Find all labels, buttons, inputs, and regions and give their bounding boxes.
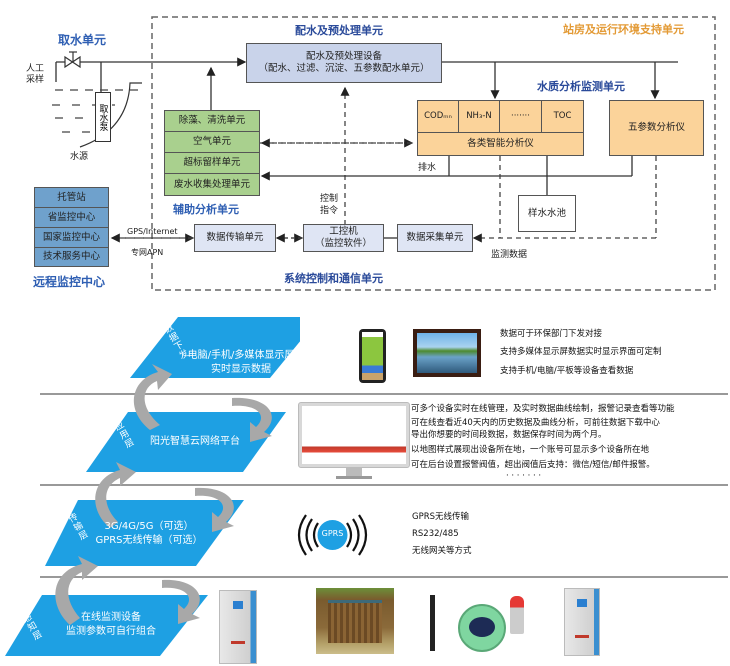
- layer-panel: [45, 500, 244, 566]
- analyzer-group: CODₘₙ NH₃-N ······· TOC 各类智能分析仪: [417, 100, 584, 156]
- curved-arrow-icon: [95, 462, 136, 528]
- control-comm-title: 系统控制和通信单元: [284, 272, 383, 285]
- layer-title: 3G/4G/5G（可选） GPRS无线传输（可选）: [94, 520, 204, 547]
- divider: [40, 576, 728, 578]
- layer-title: 电脑/手机/多媒体显示屏 实时显示数据: [186, 349, 296, 376]
- aux-item: 超标留样单元: [164, 152, 260, 174]
- gas-detector-image: [450, 596, 530, 656]
- info-line: 支持多媒体显示屏数据实时显示界面可定制: [500, 347, 662, 358]
- auxiliary-title: 辅助分析单元: [173, 203, 239, 216]
- remote-item: 技术服务中心: [34, 247, 109, 267]
- layer-title-line: 3G/4G/5G（可选）: [104, 521, 194, 532]
- manual-sampling-label: 人工 采样: [26, 64, 45, 85]
- curved-arrow-icon: [232, 397, 272, 442]
- data-transmission-unit: 数据传输单元: [194, 224, 276, 252]
- info-line: 数据可于环保部门下发对接: [500, 329, 603, 339]
- distribution-equipment-detail: （配水、过滤、沉淀、五参数配水单元）: [258, 63, 430, 74]
- layer-title-line: 在线监测设备: [81, 612, 141, 623]
- analyzer-cod: CODₘₙ: [417, 100, 459, 133]
- industrial-pc-detail: （监控软件）: [314, 238, 372, 249]
- layer-info: 数据可于环保部门下发对接 支持多媒体显示屏数据实时显示界面可定制 支持手机/电脑…: [500, 328, 662, 377]
- remote-item: 国家监控中心: [34, 227, 109, 248]
- layer-info: GPRS无线传输 RS232/485 无线网关等方式: [412, 511, 472, 559]
- phone-image: [359, 329, 386, 383]
- info-line: · · · · · · ·: [506, 471, 542, 482]
- display-screen-image: [413, 329, 481, 377]
- info-line: 可在后台设置报警阀值，超出阀值后支持：微信/短信/邮件报警。: [411, 459, 655, 470]
- station-support-title: 站房及运行环境支持单元: [563, 23, 684, 36]
- smart-analyzers: 各类智能分析仪: [417, 132, 584, 156]
- water-source-label: 水源: [70, 152, 89, 162]
- layer-panel: [130, 317, 300, 378]
- sensor-probe-image: [430, 595, 435, 651]
- info-line: GPRS无线传输: [412, 512, 470, 522]
- info-line: 可在线查看近40天内的历史数据及曲线分析，可前往数据下载中心: [411, 417, 660, 428]
- curved-arrow-icon: [55, 556, 98, 625]
- distribution-equipment: 配水及预处理设备 （配水、过滤、沉淀、五参数配水单元）: [246, 43, 442, 83]
- remote-center-list: 托管站 省监控中心 国家监控中心 技术服务中心: [34, 187, 109, 267]
- five-parameter-analyzer: 五参数分析仪: [609, 100, 704, 156]
- curved-arrow-icon: [133, 364, 172, 430]
- layer-title-line: GPRS无线传输（可选）: [95, 534, 203, 546]
- diagram-lines: [52, 16, 716, 291]
- gprs-badge: GPRS: [321, 529, 344, 538]
- layer-title: 阳光智慧云网络平台: [150, 436, 240, 447]
- info-line: 可多个设备实时在线管理，及实时数据曲线绘制，报警记录查看等功能: [411, 404, 675, 414]
- industrial-pc: 工控机 （监控软件）: [303, 224, 384, 252]
- data-acquisition-unit: 数据采集单元: [397, 224, 473, 252]
- curved-arrow-icon: [162, 579, 200, 624]
- info-line: 导出你想要的时间段数据，数据保存时间为两个月。: [411, 429, 607, 440]
- divider: [40, 393, 728, 395]
- apn-label: 专网APN: [131, 248, 164, 257]
- analyzer-nh3n: NH₃-N: [458, 100, 500, 133]
- layer-title-line: 电脑/手机/多媒体显示屏: [187, 350, 295, 361]
- info-line: 无线网关等方式: [412, 546, 472, 557]
- gps-internet-label: GPS/Internet: [127, 227, 178, 236]
- divider: [40, 484, 728, 486]
- industrial-pc-name: 工控机: [329, 226, 358, 238]
- layer-title-line: 监测参数可自行组合: [66, 625, 156, 637]
- field-station-image: [316, 588, 394, 654]
- monitoring-cabinet-image: [219, 590, 257, 664]
- info-line: 支持手机/电脑/平板等设备查看数据: [500, 365, 634, 376]
- drain-label: 排水: [418, 163, 437, 173]
- control-command-label: 控制 指令: [320, 194, 339, 216]
- info-line: RS232/485: [412, 529, 459, 540]
- layer-panel: [86, 412, 286, 472]
- layer-shapes: [5, 317, 300, 656]
- aux-item: 空气单元: [164, 131, 260, 153]
- monitor-data-label: 监测数据: [491, 250, 528, 260]
- layer-info: 可多个设备实时在线管理，及实时数据曲线绘制，报警记录查看等功能 可在线查看近40…: [411, 404, 675, 483]
- water-intake-title: 取水单元: [58, 33, 107, 47]
- analyzer-more: ·······: [499, 100, 542, 133]
- auxiliary-unit-list: 除藻、清洗单元 空气单元 超标留样单元 废水收集处理单元: [164, 110, 260, 196]
- water-pump: 取水泵: [95, 92, 111, 142]
- sample-pool: 样水水池: [518, 195, 576, 232]
- aux-item: 除藻、清洗单元: [164, 110, 260, 132]
- layer-panel: [5, 595, 208, 656]
- curved-arrow-icon: [195, 487, 234, 532]
- analyzer-toc: TOC: [541, 100, 584, 133]
- aux-item: 废水收集处理单元: [164, 173, 260, 196]
- layer-title: 在线监测设备 监测参数可自行组合: [56, 611, 166, 638]
- layer-title-line: 实时显示数据: [211, 363, 271, 375]
- info-line: 以地图样式展现出设备所在地，一个账号可显示多个设备所在地: [411, 444, 650, 455]
- cycle-arrows: [55, 364, 272, 625]
- distribution-equipment-name: 配水及预处理设备: [305, 51, 382, 63]
- gprs-signal-icon: GPRS: [290, 510, 375, 560]
- remote-center-title: 远程监控中心: [33, 275, 106, 289]
- monitoring-cabinet-image: [564, 588, 600, 656]
- water-quality-title: 水质分析监测单元: [537, 80, 625, 93]
- remote-item: 托管站: [34, 187, 109, 208]
- distribution-title: 配水及预处理单元: [295, 24, 383, 37]
- remote-item: 省监控中心: [34, 207, 109, 228]
- desktop-monitor-image: [298, 402, 410, 482]
